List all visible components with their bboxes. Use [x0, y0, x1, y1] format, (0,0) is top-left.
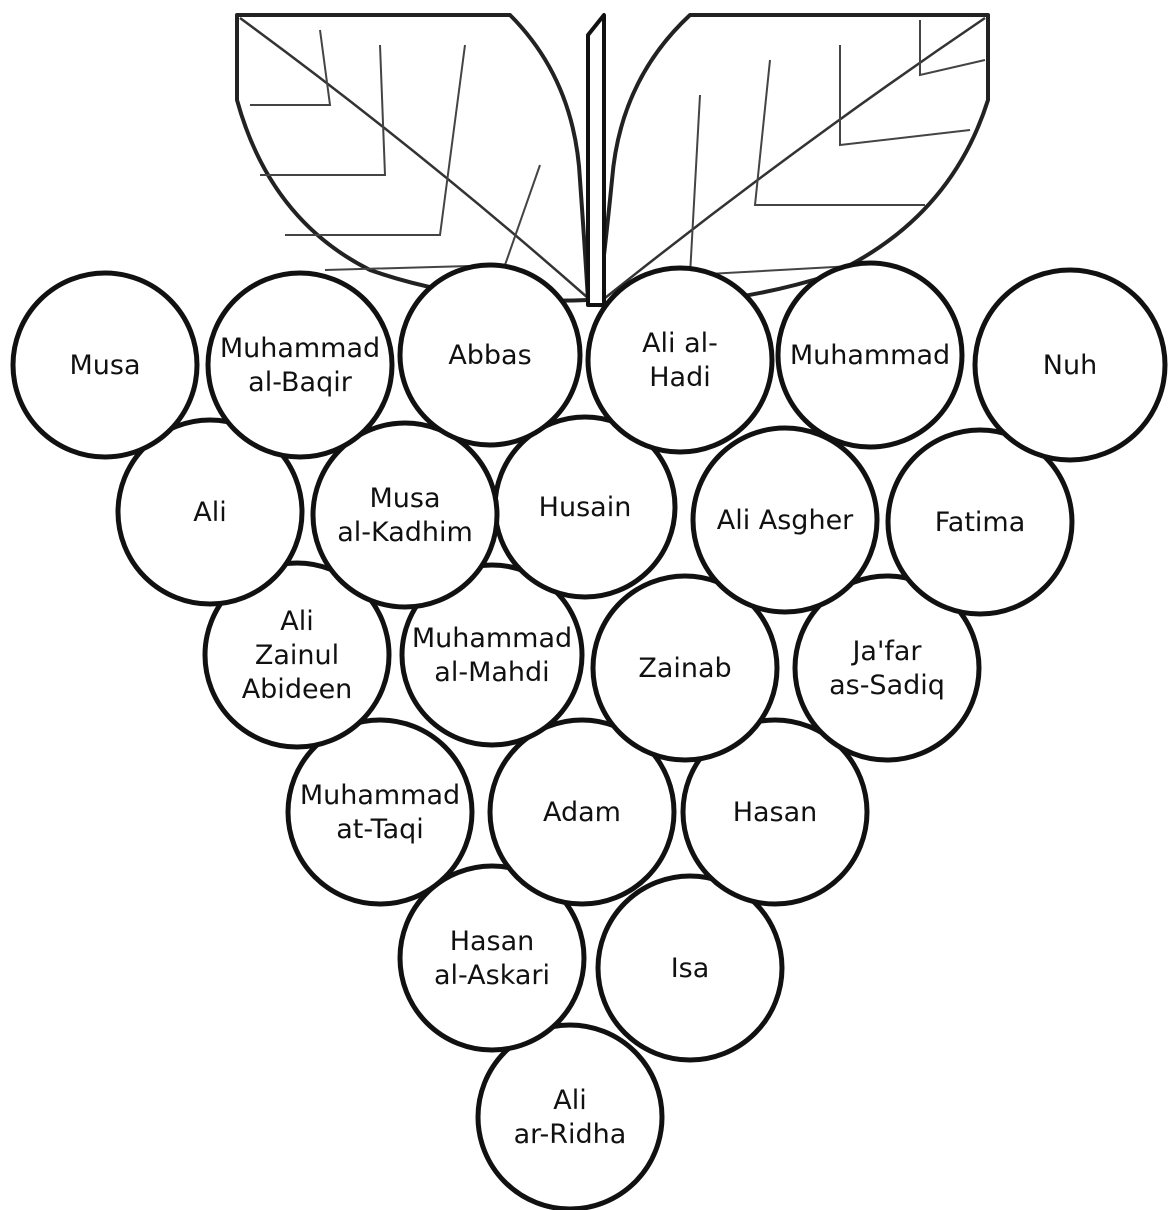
grape-label: Abideen [242, 674, 353, 705]
grape-label: al-Baqir [248, 367, 353, 398]
grape-muhammad: Muhammad [778, 263, 962, 447]
grape-ali-al-hadi: Ali al-Hadi [588, 268, 772, 452]
grape-label: ar-Ridha [514, 1119, 627, 1150]
grape-label: at-Taqi [336, 814, 424, 845]
grape-label: Musa [369, 483, 440, 514]
grape-label: Hasan [733, 797, 818, 828]
grape-label: Ali al- [642, 328, 718, 359]
grape-label: Ali Asgher [717, 505, 854, 536]
grape-label: al-Mahdi [434, 657, 549, 688]
grape-label: Husain [539, 492, 632, 523]
grape-label: al-Askari [434, 960, 550, 991]
grape-circle [588, 268, 772, 452]
grape-label: Zainul [255, 640, 339, 671]
grape-label: Muhammad [412, 623, 572, 654]
grape-label: Musa [69, 350, 140, 381]
grape-label: al-Kadhim [337, 517, 473, 548]
grape-label: Hadi [649, 362, 711, 393]
grape-label: Nuh [1043, 350, 1097, 381]
grape-circle [313, 423, 497, 607]
grape-label: Fatima [935, 507, 1026, 538]
grape-label: Abbas [448, 340, 531, 371]
grape-label: Ali [553, 1085, 586, 1116]
grape-label: Adam [543, 797, 621, 828]
grape-abbas: Abbas [400, 265, 580, 445]
grape-label: Ali [193, 497, 226, 528]
grape-label: Zainab [638, 653, 731, 684]
stem [588, 15, 604, 305]
grape-label: Hasan [450, 926, 535, 957]
grape-nuh: Nuh [975, 270, 1165, 460]
grape-circle [208, 273, 392, 457]
grape-label: Isa [671, 953, 710, 984]
grape-label: Muhammad [790, 340, 950, 371]
grape-label: Muhammad [220, 333, 380, 364]
right-leaf [598, 15, 988, 306]
grape-label: as-Sadiq [829, 670, 945, 701]
grape-label: Muhammad [300, 780, 460, 811]
grape-label: Ja'far [850, 636, 922, 667]
grape-ali-asgher: Ali Asgher [693, 428, 877, 612]
grape-circle [478, 1025, 662, 1209]
grape-musa: Musa [13, 273, 197, 457]
grapes: Aliar-RidhaIsaHasanal-AskariHasanAdamMuh… [13, 263, 1165, 1209]
left-leaf [237, 15, 588, 301]
grape-label: Ali [280, 606, 313, 637]
